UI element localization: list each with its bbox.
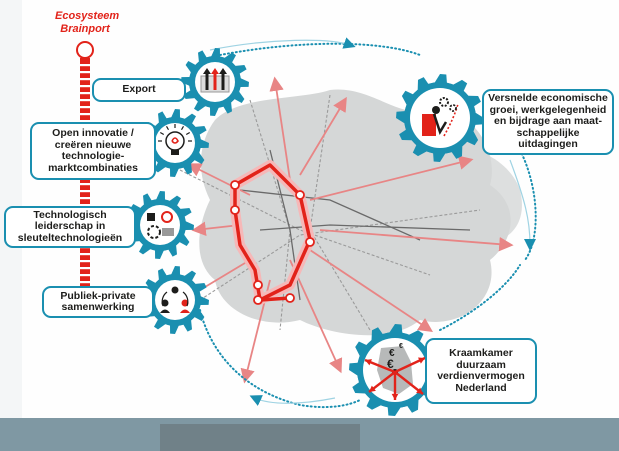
breeding-ground-box: Kraamkamer duurzaam verdienvermogen Nede… <box>425 338 537 404</box>
export-label: Export <box>122 83 156 96</box>
export-gear <box>181 48 249 116</box>
growth-icon <box>422 97 459 137</box>
open-innovation-label: Open innovatie / creëren nieuwe technolo… <box>48 127 138 174</box>
technology-icon <box>147 211 174 239</box>
export-box: Export <box>92 78 186 102</box>
svg-text:€: € <box>399 343 403 350</box>
open-innovation-box: Open innovatie / creëren nieuwe technolo… <box>30 122 156 180</box>
diagram-title: Ecosysteem Brainport <box>55 10 120 36</box>
public-private-label: Publiek-private samenwerking <box>60 289 136 313</box>
breeding-ground-label: Kraamkamer duurzaam verdienvermogen Nede… <box>437 347 525 394</box>
brainport-ring <box>230 160 315 305</box>
breeding-ground-gear: €€€ <box>349 324 441 416</box>
title-line-2: Brainport <box>60 23 110 35</box>
background-photo <box>0 418 619 451</box>
title-line-1: Ecosysteem <box>55 10 120 22</box>
collaboration-gear <box>141 266 209 334</box>
euro-netherlands-icon: €€€ <box>364 343 426 400</box>
svg-text:€: € <box>387 357 394 371</box>
lightbulb-icon <box>158 124 192 155</box>
technology-leadership-box: Technologisch leiderschap in sleuteltech… <box>4 206 136 248</box>
economic-growth-gear <box>396 74 484 162</box>
svg-text:€: € <box>389 348 395 359</box>
collaboration-icon <box>160 286 190 313</box>
technology-gear <box>126 191 194 259</box>
cycle-path <box>199 37 537 409</box>
open-innovation-gear <box>141 109 209 177</box>
economic-growth-label: Versnelde economische groei, werkgelegen… <box>488 92 608 151</box>
technology-leadership-label: Technologisch leiderschap in sleuteltech… <box>17 208 123 244</box>
economic-growth-box: Versnelde economische groei, werkgelegen… <box>482 89 614 155</box>
export-icon <box>200 68 230 93</box>
public-private-box: Publiek-private samenwerking <box>42 286 154 318</box>
